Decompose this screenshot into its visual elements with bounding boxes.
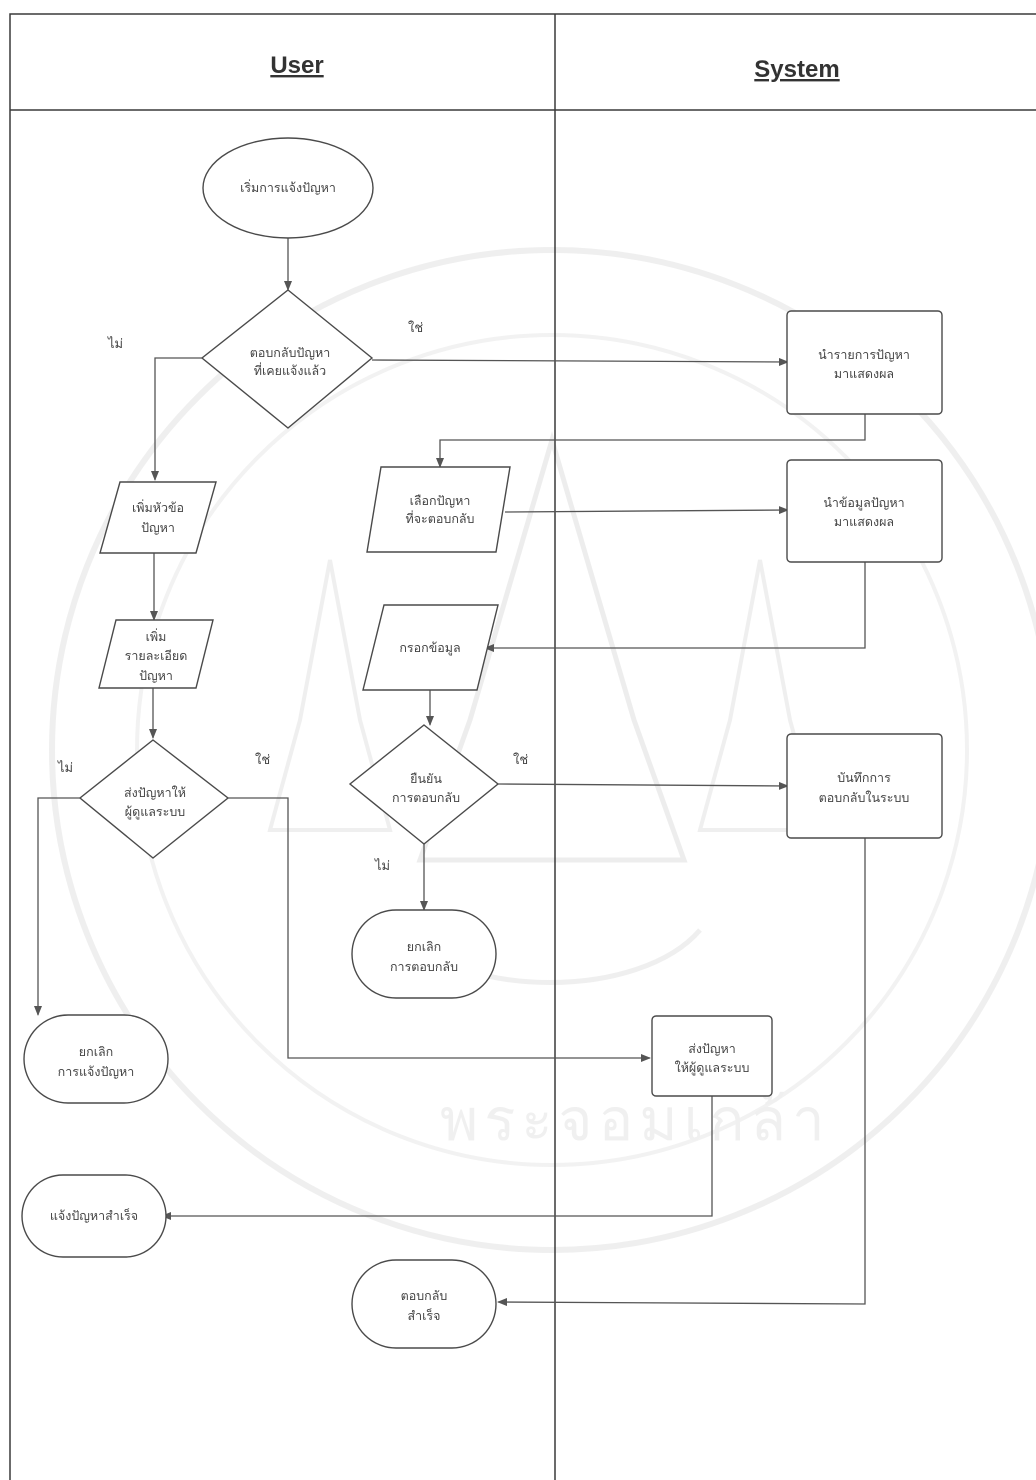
input-add-detail-line-3: ปัญหา: [139, 668, 173, 683]
input-select-problem-line-1: เลือกปัญหา: [410, 493, 471, 508]
decision-send-to-admin-line-1: ส่งปัญหาให้: [124, 785, 186, 800]
lane-title-user: User: [270, 52, 323, 79]
lane-title-system: System: [754, 56, 839, 83]
node-start-label: เริ่มการแจ้งปัญหา: [240, 179, 336, 195]
process-fetch-list-line-2: มาแสดงผล: [834, 366, 894, 381]
decision-confirm-reply-line-2: การตอบกลับ: [392, 790, 460, 805]
lane-frame: [9, 13, 1036, 1480]
decision-confirm-reply: ยืนยัน การตอบกลับ: [348, 724, 500, 845]
process-fetch-detail-line-2: มาแสดงผล: [834, 514, 894, 529]
flow-edges: [34, 238, 866, 1307]
input-fill-data: กรอกข้อมูล: [362, 604, 499, 691]
process-fetch-detail-line-1: นำข้อมูลปัญหา: [823, 495, 904, 511]
process-save-reply: บันทึกการ ตอบกลับในระบบ: [786, 733, 943, 839]
terminal-report-success: แจ้งปัญหาสำเร็จ: [21, 1174, 167, 1258]
decision-reply-existing-line-2: ที่เคยแจ้งแล้ว: [254, 362, 326, 378]
input-add-title: เพิ่มหัวข้อ ปัญหา: [99, 481, 217, 554]
process-fetch-detail: นำข้อมูลปัญหา มาแสดงผล: [786, 459, 943, 563]
terminal-cancel-reply-line-1: ยกเลิก: [407, 939, 441, 954]
terminal-cancel-report: ยกเลิก การแจ้งปัญหา: [23, 1014, 169, 1104]
watermark-text: พระจอมเกล้า: [440, 1086, 831, 1154]
terminal-cancel-reply: ยกเลิก การตอบกลับ: [351, 909, 497, 999]
edge-label-no: ไม่: [57, 760, 73, 776]
process-fetch-list: นำรายการปัญหา มาแสดงผล: [786, 310, 943, 415]
edge-label-yes: ใช่: [408, 320, 423, 336]
process-system-send-line-2: ให้ผู้ดูแลระบบ: [675, 1060, 750, 1076]
input-add-detail-line-1: เพิ่ม: [146, 628, 167, 644]
process-save-reply-line-2: ตอบกลับในระบบ: [819, 790, 910, 805]
terminal-cancel-report-line-2: การแจ้งปัญหา: [58, 1064, 135, 1079]
input-add-detail: เพิ่ม รายละเอียด ปัญหา: [98, 619, 214, 689]
input-add-title-line-2: ปัญหา: [141, 520, 175, 535]
edge-label-no: ไม่: [107, 336, 123, 352]
terminal-cancel-reply-line-2: การตอบกลับ: [390, 959, 458, 974]
terminal-report-success-label: แจ้งปัญหาสำเร็จ: [50, 1208, 138, 1223]
terminal-reply-success-line-2: สำเร็จ: [408, 1308, 441, 1323]
process-fetch-list-line-1: นำรายการปัญหา: [818, 347, 910, 362]
node-start: เริ่มการแจ้งปัญหา: [202, 137, 374, 239]
terminal-reply-success: ตอบกลับ สำเร็จ: [351, 1259, 497, 1349]
edge-label-yes: ใช่: [255, 752, 270, 768]
decision-reply-existing-line-1: ตอบกลับปัญหา: [250, 345, 331, 360]
edge-label-no: ไม่: [374, 858, 390, 874]
input-select-problem: เลือกปัญหา ที่จะตอบกลับ: [366, 466, 511, 553]
decision-confirm-reply-line-1: ยืนยัน: [410, 771, 442, 786]
edge-label-yes: ใช่: [513, 752, 528, 768]
process-system-send-line-1: ส่งปัญหา: [688, 1041, 736, 1056]
decision-reply-existing: ตอบกลับปัญหา ที่เคยแจ้งแล้ว: [200, 289, 374, 429]
decision-send-to-admin: ส่งปัญหาให้ ผู้ดูแลระบบ: [78, 739, 230, 859]
input-fill-data-label: กรอกข้อมูล: [399, 640, 460, 656]
terminal-reply-success-line-1: ตอบกลับ: [401, 1288, 448, 1303]
process-save-reply-line-1: บันทึกการ: [837, 770, 891, 785]
input-select-problem-line-2: ที่จะตอบกลับ: [405, 510, 474, 526]
input-add-title-line-1: เพิ่มหัวข้อ: [132, 499, 184, 515]
process-system-send: ส่งปัญหา ให้ผู้ดูแลระบบ: [651, 1015, 773, 1097]
input-add-detail-line-2: รายละเอียด: [125, 648, 188, 663]
terminal-cancel-report-line-1: ยกเลิก: [79, 1044, 113, 1059]
decision-send-to-admin-line-2: ผู้ดูแลระบบ: [125, 804, 186, 820]
